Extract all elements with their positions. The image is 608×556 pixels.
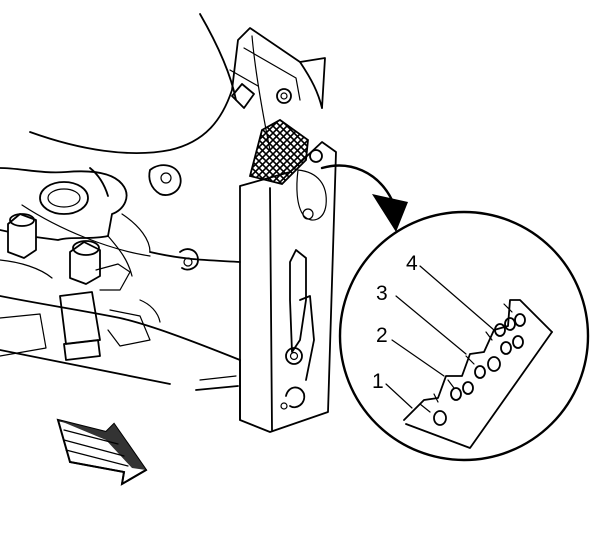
callout-2: 2 — [376, 324, 388, 347]
stamp-characters — [433, 313, 526, 426]
callout-4: 4 — [406, 252, 418, 275]
callout-3: 3 — [376, 282, 388, 305]
front-direction-arrow-icon — [56, 418, 148, 486]
callout-1: 1 — [372, 370, 384, 393]
detail-zoom-circle: 1 2 3 4 — [338, 210, 590, 462]
engine-block — [0, 13, 337, 433]
zoom-arrow-icon — [320, 164, 408, 232]
